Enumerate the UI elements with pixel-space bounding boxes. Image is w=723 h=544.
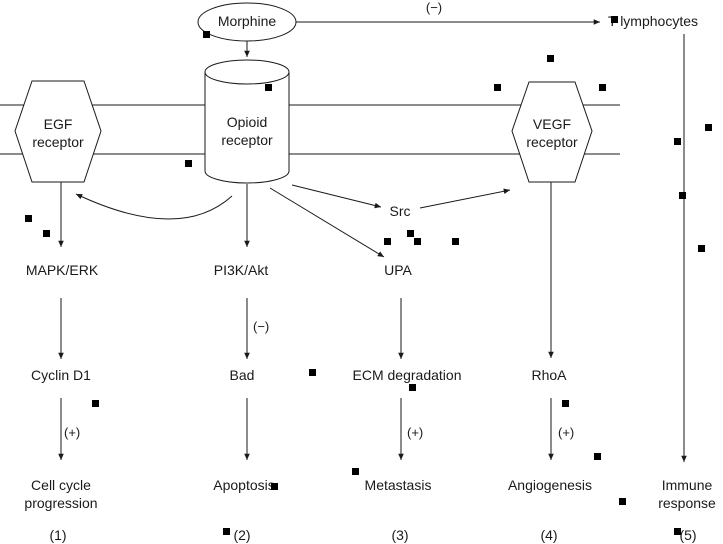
- opioid-receptor-line-1: Opioid: [226, 114, 268, 130]
- marker-square: [384, 238, 391, 245]
- opioid-receptor-label: Opioid receptor: [221, 114, 272, 149]
- pathway-number-3: (3): [391, 527, 409, 543]
- marker-square: [698, 245, 705, 252]
- vegf-receptor-line-2: receptor: [526, 133, 578, 150]
- marker-square: [494, 84, 501, 91]
- pathway-number-5: (5): [679, 527, 697, 543]
- marker-square: [309, 369, 316, 376]
- morphine-label: Morphine: [217, 13, 277, 29]
- vegf-receptor-label: VEGF receptor: [526, 116, 577, 151]
- marker-square: [674, 528, 681, 535]
- marker-square: [562, 400, 569, 407]
- apoptosis-label: Apoptosis: [213, 477, 275, 493]
- marker-square: [619, 498, 626, 505]
- marker-square: [409, 384, 416, 391]
- pathway-arrows: [58, 19, 687, 462]
- marker-square: [611, 16, 618, 23]
- metastasis-label: Metastasis: [364, 477, 432, 493]
- effect-pi3k-bad: (−): [253, 319, 270, 334]
- arrow-opioid-upa: [269, 187, 385, 258]
- marker-square: [223, 528, 230, 535]
- arrow-opioid-src: [291, 184, 382, 209]
- marker-square: [407, 230, 414, 237]
- pathway-number-2: (2): [233, 527, 251, 543]
- marker-square: [674, 138, 681, 145]
- vegf-receptor-shape: [511, 81, 593, 183]
- t-lymphocytes-label: T lymphocytes: [608, 13, 698, 29]
- marker-square: [43, 230, 50, 237]
- marker-square: [599, 84, 606, 91]
- marker-square: [25, 215, 32, 222]
- opioid-receptor-cylinder: [204, 59, 290, 184]
- cell-cycle-label: Cell cycle progression: [24, 477, 97, 512]
- arrow-opioid-egf: [75, 193, 233, 220]
- marker-square: [185, 160, 192, 167]
- effect-morphine-t-lymphocytes: (−): [425, 0, 443, 15]
- marker-square: [547, 55, 554, 62]
- marker-square: [265, 84, 272, 91]
- rhoa-label: RhoA: [531, 367, 567, 383]
- marker-square: [452, 238, 459, 245]
- marker-square: [92, 400, 99, 407]
- opioid-receptor-line-2: receptor: [221, 131, 273, 148]
- mapk-erk-label: MAPK/ERK: [25, 262, 99, 278]
- vegf-receptor-line-1: VEGF: [532, 116, 572, 132]
- angiogenesis-label: Angiogenesis: [507, 477, 593, 493]
- marker-square: [705, 124, 712, 131]
- effect-ecm-metastasis: (+): [407, 425, 424, 440]
- egf-receptor-line-2: receptor: [32, 133, 84, 150]
- marker-square: [352, 468, 359, 475]
- pathway-number-1: (1): [49, 527, 67, 543]
- cell-membrane: [0, 104, 620, 155]
- marker-square: [594, 453, 601, 460]
- cyclin-d1-label: Cyclin D1: [31, 367, 91, 383]
- immune-response-line-2: response: [658, 494, 716, 511]
- egf-receptor-shape: [14, 80, 102, 183]
- upa-label: UPA: [384, 262, 412, 278]
- effect-cyclin-cellcycle: (+): [64, 425, 81, 440]
- egf-receptor-line-1: EGF: [43, 116, 73, 132]
- bad-label: Bad: [229, 367, 255, 383]
- cell-cycle-line-1: Cell cycle: [31, 477, 91, 493]
- ecm-degradation-label: ECM degradation: [352, 367, 462, 383]
- effect-rhoa-angiogenesis: (+): [558, 425, 575, 440]
- immune-response-label: Immune response: [658, 477, 716, 512]
- marker-square: [414, 238, 421, 245]
- immune-response-line-1: Immune: [661, 477, 713, 493]
- marker-square: [203, 31, 210, 38]
- arrow-src-vegf: [419, 188, 511, 209]
- cell-cycle-line-2: progression: [24, 494, 98, 511]
- marker-square: [679, 192, 686, 199]
- marker-square: [271, 483, 278, 490]
- pathway-number-4: (4): [540, 527, 558, 543]
- egf-receptor-label: EGF receptor: [32, 116, 83, 151]
- pi3k-akt-label: PI3K/Akt: [213, 262, 269, 278]
- src-label: Src: [389, 203, 411, 219]
